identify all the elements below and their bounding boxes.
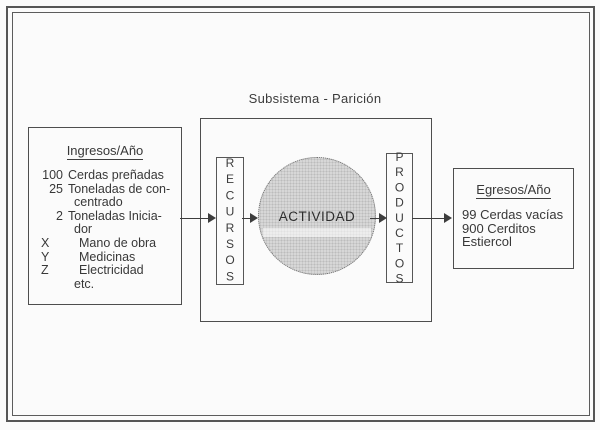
arrow-shaft [242,217,251,220]
ingresos-row: X Mano de obra [41,235,179,251]
egresos-list: 99 Cerdas vacías 900 Cerditos Estiercol [454,208,573,249]
ingresos-row-text: Medicinas [79,249,136,264]
productos-box: PRODUCTOS [386,150,413,286]
ingresos-row-text: Toneladas de con- [68,181,171,196]
arrow-shaft [370,217,380,220]
ingresos-title-wrap: Ingresos/Año [29,143,181,160]
ingresos-row-qty [41,223,68,237]
arrow-shaft [180,217,209,220]
ingresos-row-qty: 2 [56,208,63,223]
outer-frame-border [6,6,595,422]
ingresos-row: 2 Toneladas Inicia- [41,208,179,224]
actividad-label: ACTIVIDAD [278,208,356,224]
ingresos-row-qty: X [41,235,50,250]
ingresos-row-text: etc. [74,276,95,291]
ingresos-title: Ingresos/Año [66,143,144,160]
ingresos-row: dor [41,223,179,237]
ingresos-list: 100 Cerdas preñadas 25 Toneladas de con-… [29,168,181,292]
arrow-shaft [412,217,445,220]
ingresos-row-text: dor [74,222,93,237]
productos-label: PRODUCTOS [392,149,407,287]
arrow-right-icon [379,213,387,223]
ingresos-row-qty: 100 [42,168,63,182]
subsystem-box [200,118,432,322]
inner-frame-border [12,12,590,416]
egresos-line: Estiercol [462,234,512,250]
ingresos-row-text: Electricidad [79,263,144,278]
ingresos-row: Z Electricidad [41,264,179,278]
ingresos-row-qty: Y [41,249,50,264]
arrow-right-icon [250,213,258,223]
flow-arrow-actividad-to-productos [370,213,387,224]
recursos-label: RECURSOS [223,156,237,286]
ingresos-row-qty: 25 [49,181,63,196]
actividad-circle: ACTIVIDAD [258,157,376,275]
subsystem-title: Subsistema - Parición [248,91,382,106]
arrow-right-icon [444,213,452,223]
ingresos-row-text: Mano de obra [79,235,157,250]
ingresos-row-text: Toneladas Inicia- [68,208,162,223]
ingresos-row: centrado [41,196,179,210]
ingresos-row-qty [41,196,68,210]
scan-artifact-band [263,228,371,237]
egresos-title: Egresos/Año [476,182,551,199]
recursos-box: RECURSOS [216,156,244,286]
flow-arrow-productos-to-egresos [412,213,452,224]
ingresos-box: Ingresos/Año 100 Cerdas preñadas 25 Tone… [28,127,182,305]
flow-arrow-ingresos-to-recursos [180,213,216,224]
ingresos-row-qty [41,278,68,292]
egresos-line: 99 Cerdas vacías [462,207,564,222]
ingresos-row-qty: Z [41,263,49,278]
ingresos-row: 100 Cerdas preñadas [41,168,179,183]
ingresos-row: Y Medicinas [41,249,179,265]
egresos-title-wrap: Egresos/Año [454,182,573,199]
egresos-line: 900 Cerditos [462,220,536,236]
ingresos-row-text: Cerdas preñadas [68,168,164,182]
egresos-box: Egresos/Año 99 Cerdas vacías 900 Cerdito… [453,168,574,269]
flow-arrow-recursos-to-actividad [242,213,258,224]
ingresos-row: 25 Toneladas de con- [41,181,179,197]
ingresos-row: etc. [41,276,179,292]
arrow-right-icon [208,213,216,223]
ingresos-row-text: centrado [74,195,123,210]
